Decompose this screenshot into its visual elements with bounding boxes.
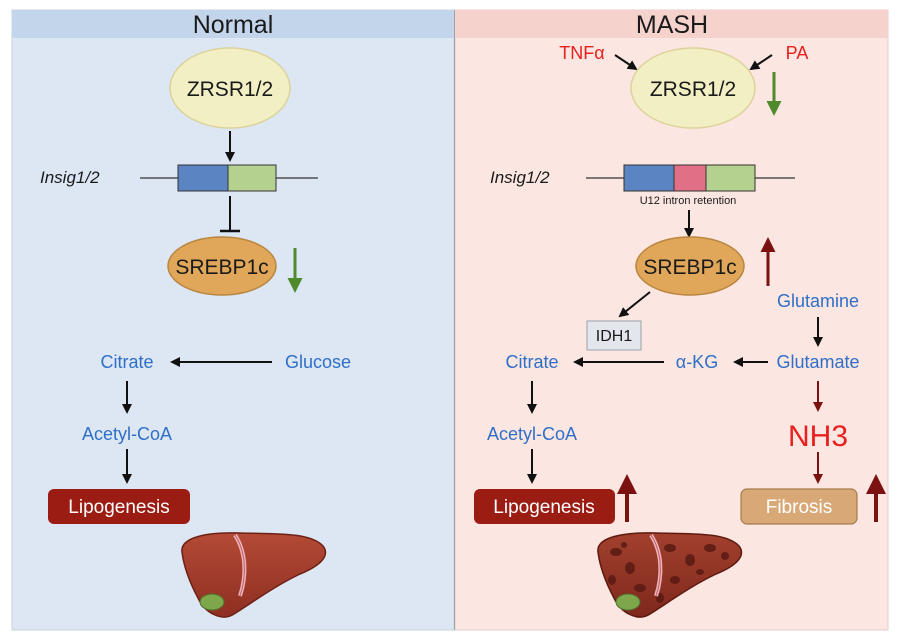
mash-fibrosis-box: [740, 488, 858, 525]
mash-zrsr-node: [630, 47, 756, 129]
mash-acetyl-coa-label: Acetyl-CoA: [487, 424, 577, 444]
mash-citrate-label: Citrate: [505, 352, 558, 372]
normal-citrate-label: Citrate: [100, 352, 153, 372]
mash-pa-arrow: [749, 54, 773, 71]
mash-srebp-node: [635, 236, 745, 296]
normal-srebp-node: [167, 236, 277, 296]
mash-nh3-label: NH3: [788, 420, 848, 453]
normal-glucose-label: Glucose: [285, 352, 351, 372]
mash-header: [455, 10, 888, 38]
mash-panel: MASH TNFα PA ZRSR1/2 Insig1/2 U12 intron…: [454, 9, 889, 631]
mash-exon-blue: [623, 164, 675, 192]
normal-lipogenesis-box: [48, 489, 190, 524]
mash-glutamate-label: Glutamate: [776, 352, 859, 372]
normal-acetyl-coa-label: Acetyl-CoA: [82, 424, 172, 444]
mash-title: MASH: [636, 11, 708, 39]
mash-idh1-label: IDH1: [596, 328, 633, 345]
mash-lipogenesis-box: [474, 489, 615, 524]
liver-icon: [597, 532, 743, 618]
mash-fibrosis-label: Fibrosis: [766, 497, 833, 518]
liver-icon: [181, 532, 327, 618]
mash-intron-note: U12 intron retention: [640, 195, 737, 207]
normal-title: Normal: [193, 11, 274, 39]
normal-panel: Normal ZRSR1/2 Insig1/2 SREBP1c Citrate …: [11, 9, 455, 631]
mash-gene-label: Insig1/2: [490, 168, 550, 187]
normal-lipogenesis-label: Lipogenesis: [68, 497, 169, 518]
mash-lipogenesis-label: Lipogenesis: [493, 497, 594, 518]
mash-pa-label: PA: [786, 43, 809, 63]
normal-gene-label: Insig1/2: [40, 168, 100, 187]
normal-zrsr-node: [169, 47, 291, 129]
mash-zrsr-label: ZRSR1/2: [650, 78, 736, 101]
mash-srebp-to-idh1-arrow: [618, 291, 651, 318]
mash-tnfa-arrow: [614, 54, 638, 71]
mash-intron-pink: [673, 164, 707, 192]
normal-header: [12, 10, 454, 38]
mash-akg-label: α-KG: [676, 352, 718, 372]
mash-srebp-label: SREBP1c: [643, 256, 736, 279]
normal-zrsr-label: ZRSR1/2: [187, 78, 273, 101]
normal-exon-green: [227, 164, 277, 192]
mash-glutamine-label: Glutamine: [777, 291, 859, 311]
mash-tnfa-label: TNFα: [559, 43, 604, 63]
normal-exon-blue: [177, 164, 229, 192]
normal-srebp-label: SREBP1c: [175, 256, 268, 279]
mash-idh1-box: [586, 320, 642, 351]
mash-exon-green: [705, 164, 756, 192]
